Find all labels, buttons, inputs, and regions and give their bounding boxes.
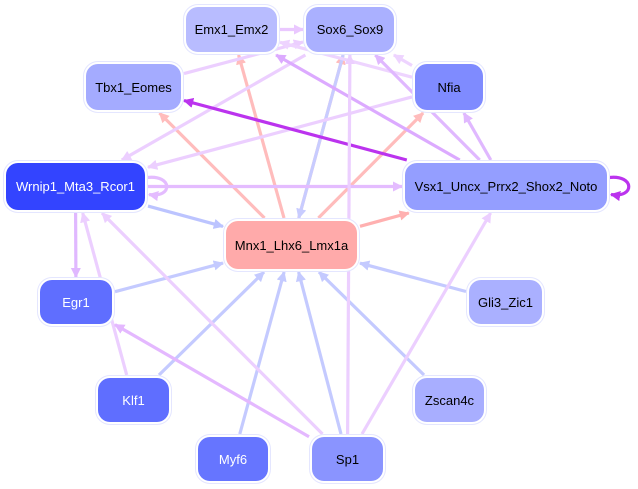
node-label: Nfia bbox=[437, 79, 461, 95]
node-klf[interactable]: Klf1 bbox=[98, 378, 169, 422]
edge-mnx-to-tbx bbox=[158, 111, 266, 220]
edge-myf-to-mnx bbox=[238, 271, 287, 435]
edge-sp1-to-egr bbox=[114, 323, 310, 439]
node-sp1[interactable]: Sp1 bbox=[312, 437, 383, 481]
node-tbx[interactable]: Tbx1_Eomes bbox=[86, 64, 181, 110]
edge-sp1-to-vsx bbox=[360, 212, 492, 435]
edge-egr-to-mnx bbox=[114, 260, 224, 294]
edge-wrn-to-mnx bbox=[147, 204, 224, 229]
node-label: Wrnip1_Mta3_Rcor1 bbox=[16, 179, 135, 194]
edge-zsc-to-mnx bbox=[317, 270, 426, 377]
node-label: Myf6 bbox=[218, 451, 248, 467]
node-myf[interactable]: Myf6 bbox=[198, 437, 268, 481]
edge-mnx-to-vsx bbox=[359, 210, 410, 228]
edge-vsx-to-vsx bbox=[608, 175, 631, 202]
node-vsx[interactable]: Vsx1_Uncx_Prrx2_Shox2_Noto bbox=[405, 163, 607, 210]
node-egr[interactable]: Egr1 bbox=[40, 280, 112, 324]
edge-vsx-to-nfia bbox=[462, 112, 493, 161]
node-label: Vsx1_Uncx_Prrx2_Shox2_Noto bbox=[414, 179, 598, 194]
node-gli[interactable]: Gli3_Zic1 bbox=[469, 280, 542, 324]
node-label: Mnx1_Lhx6_Lmx1a bbox=[234, 237, 349, 253]
edge-gli-to-mnx bbox=[359, 260, 467, 294]
edge-vsx-to-emx bbox=[275, 53, 461, 162]
node-label: Egr1 bbox=[62, 294, 90, 310]
node-emx[interactable]: Emx1_Emx2 bbox=[186, 7, 277, 52]
node-nfia[interactable]: Nfia bbox=[415, 64, 483, 110]
node-label: Gli3_Zic1 bbox=[478, 294, 533, 310]
node-mnx[interactable]: Mnx1_Lhx6_Lmx1a bbox=[226, 221, 357, 269]
edge-nfia-to-wrn bbox=[147, 95, 413, 170]
node-zsc[interactable]: Zscan4c bbox=[415, 378, 484, 422]
edge-vsx-to-tbx bbox=[183, 97, 408, 162]
node-label: Emx1_Emx2 bbox=[194, 22, 269, 37]
edge-sp1-to-wrn bbox=[100, 211, 324, 436]
node-label: Klf1 bbox=[122, 392, 145, 408]
node-label: Sp1 bbox=[335, 451, 360, 467]
node-sox[interactable]: Sox6_Sox9 bbox=[306, 7, 394, 52]
node-wrn[interactable]: Wrnip1_Mta3_Rcor1 bbox=[6, 163, 145, 210]
edge-sp1-to-mnx bbox=[295, 271, 343, 435]
node-label: Zscan4c bbox=[424, 392, 475, 408]
node-label: Sox6_Sox9 bbox=[316, 22, 384, 37]
edge-nfia-to-sox bbox=[393, 53, 413, 67]
edge-wrn-to-wrn bbox=[146, 175, 169, 202]
node-label: Tbx1_Eomes bbox=[95, 79, 172, 95]
